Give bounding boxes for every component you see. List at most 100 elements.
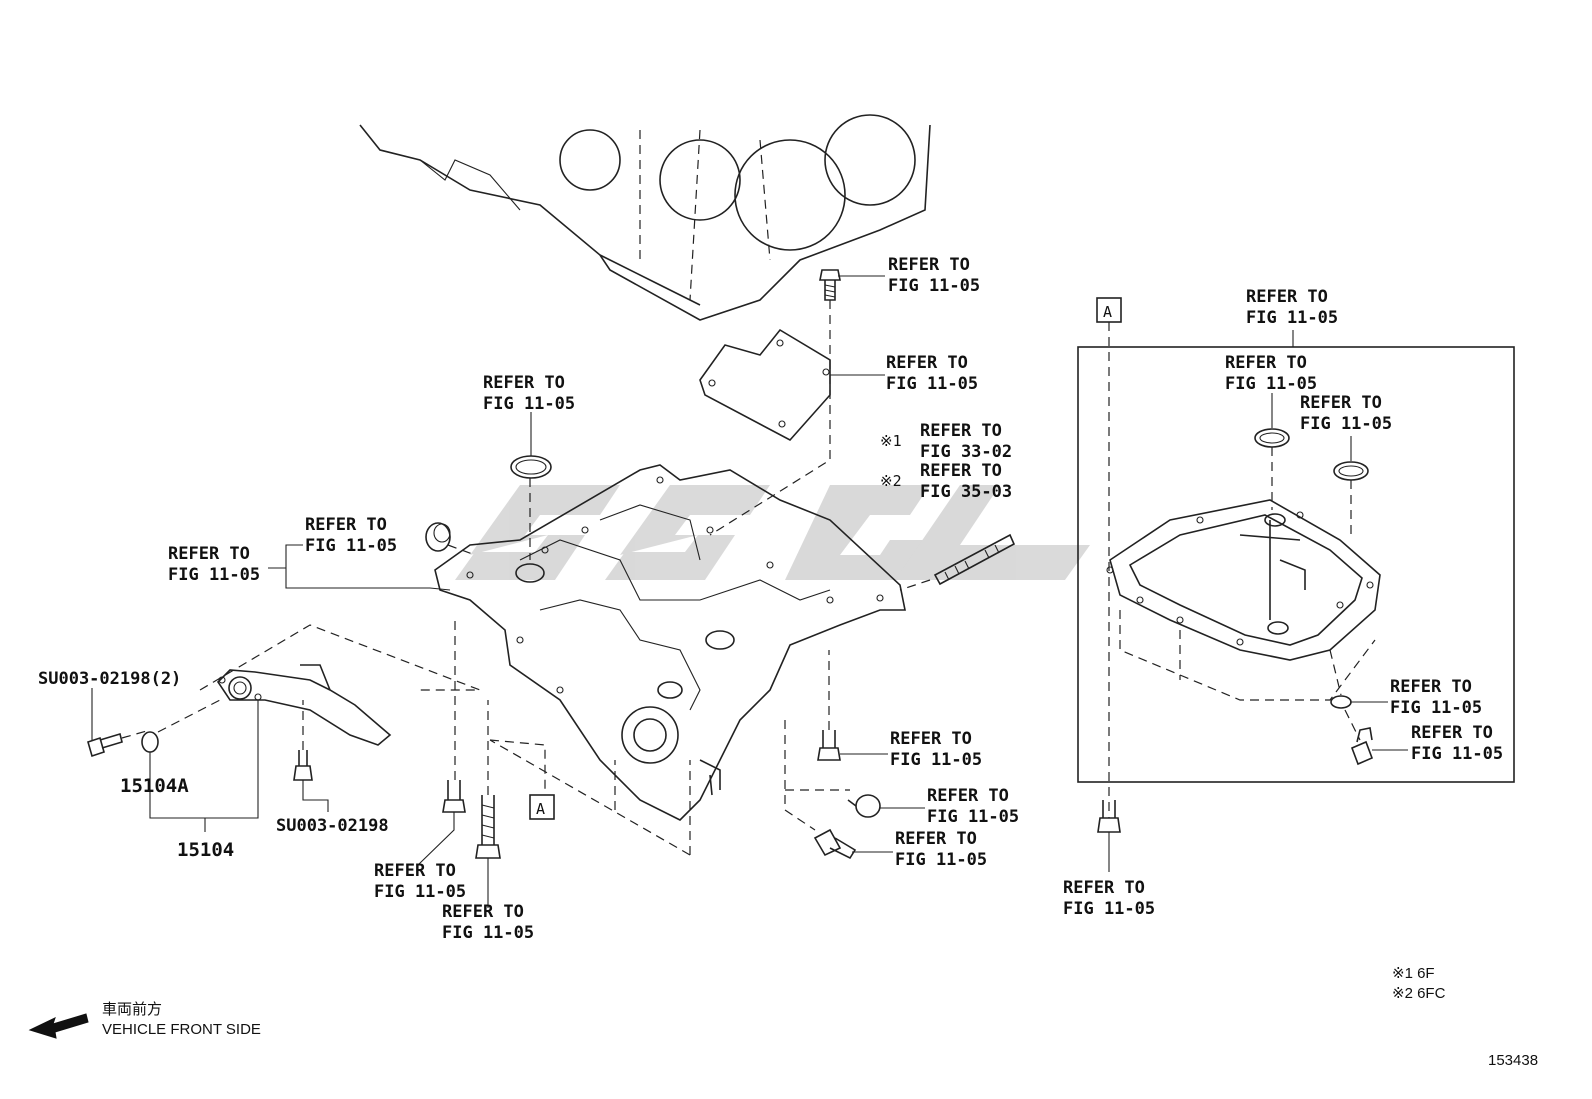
svg-text:REFER TO: REFER TO xyxy=(920,461,1002,481)
svg-text:FIG 11-05: FIG 11-05 xyxy=(1411,744,1503,764)
bolt-bottom-right xyxy=(1097,800,1121,833)
svg-text:FIG 11-05: FIG 11-05 xyxy=(927,807,1019,827)
svg-text:REFER TO: REFER TO xyxy=(895,829,977,849)
o-ring-right-1 xyxy=(1254,428,1290,448)
svg-text:FIG 11-05: FIG 11-05 xyxy=(895,850,987,870)
svg-text:※2: ※2 xyxy=(880,472,902,490)
engine-block xyxy=(359,114,931,321)
part-15104a[interactable]: 15104A xyxy=(120,775,189,797)
svg-text:FIG 11-05: FIG 11-05 xyxy=(168,565,260,585)
bolt-top xyxy=(819,269,841,301)
dash-o-rings xyxy=(1271,447,1352,540)
svg-text:FIG 11-05: FIG 11-05 xyxy=(1246,308,1338,328)
svg-text:REFER TO: REFER TO xyxy=(442,902,524,922)
stud-bolt xyxy=(933,533,1016,586)
bolt-lower-2 xyxy=(475,795,501,859)
svg-text:REFER TO: REFER TO xyxy=(927,786,1009,806)
part-su003-02198[interactable]: SU003-02198 xyxy=(276,816,389,836)
bolt-su003-left xyxy=(87,732,123,758)
dash-strainer xyxy=(199,624,481,691)
svg-text:REFER TO: REFER TO xyxy=(1300,393,1382,413)
o-ring-top xyxy=(510,455,552,479)
svg-text:REFER TO: REFER TO xyxy=(305,515,387,535)
figure-number: 153438 xyxy=(1488,1052,1538,1069)
front-label-jp: 車両前方 xyxy=(102,1001,162,1018)
o-ring-right-2 xyxy=(1333,461,1369,481)
svg-text:FIG 11-05: FIG 11-05 xyxy=(1300,414,1392,434)
svg-text:REFER TO: REFER TO xyxy=(888,255,970,275)
svg-text:FIG 33-02: FIG 33-02 xyxy=(920,442,1012,462)
svg-text:FIG 11-05: FIG 11-05 xyxy=(442,923,534,943)
svg-text:FIG 35-03: FIG 35-03 xyxy=(920,482,1012,502)
dash-top xyxy=(709,300,831,536)
svg-text:REFER TO: REFER TO xyxy=(920,421,1002,441)
svg-text:REFER TO: REFER TO xyxy=(483,373,565,393)
svg-text:REFER TO: REFER TO xyxy=(890,729,972,749)
front-arrow-icon xyxy=(28,1013,89,1039)
dash-stud xyxy=(899,579,931,591)
part-su003-02198-2[interactable]: SU003-02198(2) xyxy=(38,669,181,689)
dash-gasket xyxy=(157,699,221,733)
svg-text:REFER TO: REFER TO xyxy=(1225,353,1307,373)
gasket-15104a xyxy=(141,731,159,753)
svg-text:REFER TO: REFER TO xyxy=(1390,677,1472,697)
svg-text:FIG 11-05: FIG 11-05 xyxy=(483,394,575,414)
svg-text:A: A xyxy=(1103,303,1112,321)
svg-text:FIG 11-05: FIG 11-05 xyxy=(1063,899,1155,919)
drain-plug-right xyxy=(813,828,857,860)
svg-text:FIG 11-05: FIG 11-05 xyxy=(1390,698,1482,718)
svg-text:FIG 11-05: FIG 11-05 xyxy=(890,750,982,770)
oil-pan-gasket xyxy=(699,328,831,442)
dash-right-plugs xyxy=(784,720,850,831)
dash-drain-lower xyxy=(1329,649,1361,741)
svg-text:REFER TO: REFER TO xyxy=(1246,287,1328,307)
svg-text:FIG 11-05: FIG 11-05 xyxy=(886,374,978,394)
oil-pan-lower xyxy=(1106,499,1381,701)
svg-text:FIG 11-05: FIG 11-05 xyxy=(374,882,466,902)
bolt-lower-1 xyxy=(442,780,466,813)
front-label-en: VEHICLE FRONT SIDE xyxy=(102,1021,261,1038)
dash-bottom xyxy=(489,739,691,856)
svg-text:FIG 11-05: FIG 11-05 xyxy=(888,276,980,296)
washer-right xyxy=(1330,695,1352,709)
oil-pan-upper xyxy=(434,464,906,821)
svg-text:FIG 11-05: FIG 11-05 xyxy=(1225,374,1317,394)
svg-text:REFER TO: REFER TO xyxy=(168,544,250,564)
svg-text:REFER TO: REFER TO xyxy=(1411,723,1493,743)
dash-bolt-left xyxy=(121,729,151,739)
plug-left xyxy=(425,522,451,552)
leader-lines xyxy=(91,275,1408,908)
dash-a-left xyxy=(489,739,691,855)
svg-text:A: A xyxy=(536,800,545,818)
drain-plug-lower xyxy=(1350,727,1374,766)
bolt-right-1 xyxy=(817,730,841,761)
watermark xyxy=(455,485,1090,580)
legend-note-1: ※1 6F xyxy=(1392,965,1435,982)
part-15104[interactable]: 15104 xyxy=(177,839,234,861)
bolt-su003 xyxy=(293,750,313,781)
svg-text:REFER TO: REFER TO xyxy=(374,861,456,881)
oil-strainer xyxy=(216,664,392,746)
legend-note-2: ※2 6FC xyxy=(1392,985,1446,1002)
view-marker-a-left: A xyxy=(529,794,555,820)
svg-text:REFER TO: REFER TO xyxy=(1063,878,1145,898)
dash-lower-bolts xyxy=(454,620,489,795)
svg-text:REFER TO: REFER TO xyxy=(886,353,968,373)
